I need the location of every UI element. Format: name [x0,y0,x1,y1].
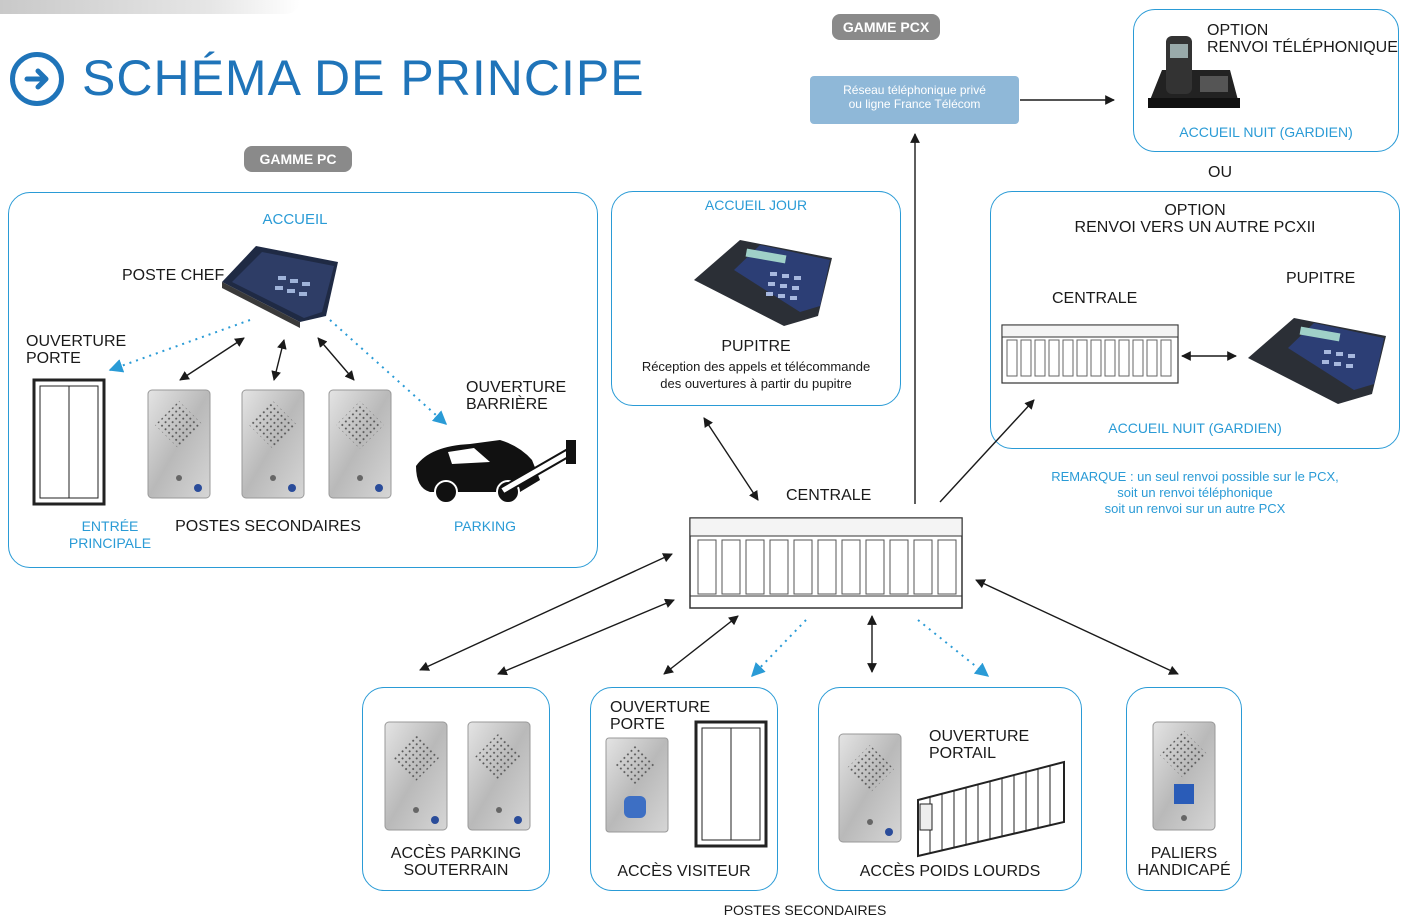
portail-icon [917,760,1065,858]
ou-label: OU [1208,164,1232,181]
option-pcx-l2: RENVOI VERS UN AUTRE PCXII [1074,219,1316,236]
gamme-pc-box [8,192,598,568]
poste-chef-label: POSTE CHEF [122,267,225,284]
gamme-pc-pill: GAMME PC [244,146,352,172]
car-barrier-icon [416,440,576,504]
ouverture-barriere-l2: BARRIÈRE [466,396,548,413]
remarque-l2: soit un renvoi téléphonique [1117,485,1273,500]
page-title: SCHÉMA DE PRINCIPE [82,50,645,106]
entree-principale-label: ENTRÉE PRINCIPALE [60,518,160,552]
ouverture-barriere-l1: OUVERTURE [466,379,567,396]
entree-l1: ENTRÉE [81,518,139,534]
ouverture-porte-label: OUVERTURE PORTE [26,333,126,367]
poids-ouverture-l2: PORTAIL [929,745,996,762]
pupitre-jour-desc: Réception des appels et télécommande des… [611,358,901,392]
control-arrows [108,319,990,678]
intercom-panel-parking-1 [384,721,448,831]
centrale-nuit-label: CENTRALE [1052,290,1138,307]
option-pcx-l1: OPTION [1164,202,1226,219]
entree-l2: PRINCIPALE [68,535,152,551]
pupitre-nuit-label: PUPITRE [1286,270,1356,287]
ouverture-porte-l2: PORTE [26,350,81,367]
option-tel-label: OPTION RENVOI TÉLÉPHONIQUE [1207,22,1398,56]
parking-souterrain-label: ACCÈS PARKING SOUTERRAIN [362,845,550,879]
ouverture-porte-l1: OUVERTURE [26,333,127,350]
paliers-l1: PALIERS [1150,845,1218,862]
option-pcx-box [990,191,1400,449]
intercom-panel-poids [838,733,902,843]
intercom-panel-pc-3 [328,389,392,499]
ouverture-barriere-label: OUVERTURE BARRIÈRE [466,379,566,413]
visiteur-ouverture-label: OUVERTURE PORTE [610,699,710,733]
visiteur-ouverture-l1: OUVERTURE [610,699,711,716]
accueil-nuit-2-label: ACCUEIL NUIT (GARDIEN) [1108,420,1282,436]
poids-ouverture-l1: OUVERTURE [929,728,1030,745]
accueil-nuit-1-label: ACCUEIL NUIT (GARDIEN) [1179,124,1353,140]
pupitre-desc-l1: Réception des appels et télécommande [641,359,871,374]
paliers-label: PALIERS HANDICAPÉ [1126,845,1242,879]
option-pcx-label: OPTION RENVOI VERS UN AUTRE PCXII [990,202,1400,236]
pupitre-desc-l2: des ouvertures à partir du pupitre [660,376,852,391]
remarque-text: REMARQUE : un seul renvoi possible sur l… [1020,469,1370,517]
porte-entree-icon [32,378,106,506]
reseau-line-1: Réseau téléphonique privé [843,83,986,97]
centrale-main-label: CENTRALE [786,487,872,504]
porte-visiteur-icon [694,720,768,848]
parking-souterrain-l2: SOUTERRAIN [403,862,509,879]
gamme-pcx-pill: GAMME PCX [832,14,940,40]
remarque-l1: REMARQUE : un seul renvoi possible sur l… [1051,469,1339,484]
parking-label: PARKING [454,518,516,534]
visiteur-ouverture-l2: PORTE [610,716,665,733]
accueil-label: ACCUEIL [262,211,328,228]
remarque-l3: soit un renvoi sur un autre PCX [1104,501,1286,516]
intercom-panel-visiteur [605,737,669,833]
header-decoration [0,0,300,14]
intercom-panel-paliers [1152,721,1216,831]
reseau-box: Réseau téléphonique privé ou ligne Franc… [810,76,1019,124]
accueil-jour-label: ACCUEIL JOUR [704,197,808,213]
centrale-unit [689,517,963,609]
paliers-l2: HANDICAPÉ [1137,862,1231,879]
poste-chef-console [222,246,338,328]
postes-secondaires-pc-label: POSTES SECONDAIRES [175,518,361,535]
connector-arrows [179,95,1237,676]
centrale-option-unit [1001,324,1179,384]
arrow-circle-icon [10,52,64,106]
reseau-line-2: ou ligne France Télécom [848,97,981,111]
pupitre-jour-console [694,240,832,326]
poids-lourds-label: ACCÈS POIDS LOURDS [859,863,1041,880]
postes-secondaires-bottom-label: POSTES SECONDAIRES [723,902,887,918]
intercom-panel-pc-2 [241,389,305,499]
parking-souterrain-l1: ACCÈS PARKING [390,845,522,862]
option-tel-l1: OPTION [1207,22,1269,39]
visiteur-label: ACCÈS VISITEUR [617,863,751,880]
pupitre-nuit-console [1248,318,1386,404]
telephone-icon [1148,36,1240,108]
poids-ouverture-label: OUVERTURE PORTAIL [929,728,1029,762]
intercom-panel-pc-1 [147,389,211,499]
intercom-panel-parking-2 [467,721,531,831]
option-tel-l2: RENVOI TÉLÉPHONIQUE [1207,39,1398,56]
pupitre-jour-label: PUPITRE [721,338,791,355]
